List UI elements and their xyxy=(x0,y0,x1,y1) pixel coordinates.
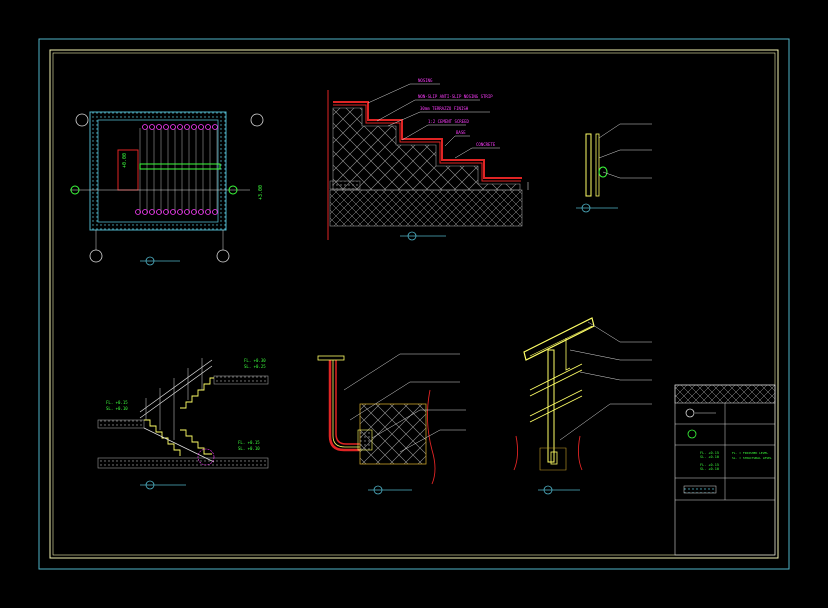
plan-level-tag-1: +0.00 xyxy=(122,153,128,168)
inner-frame-2 xyxy=(52,52,776,556)
elev-tag-bottom-2: SL. +0.10 xyxy=(238,446,260,451)
section-label-1: NOSING xyxy=(418,78,433,83)
rail-section-small xyxy=(576,123,652,213)
step-section-view: NOSING NON-SLIP ANTI-SLIP NOSING STRIP 3… xyxy=(327,78,529,241)
legend-tag-2a: FL. +0.15 xyxy=(700,463,719,467)
handrail-bracket-view xyxy=(317,353,466,495)
legend-note-1b: SL. = STRUCTURAL LEVEL xyxy=(732,456,772,460)
legend-tag-1b: SL. +0.10 xyxy=(700,455,719,459)
elev-tag-left-2: SL. +0.10 xyxy=(106,406,128,411)
inner-frame xyxy=(49,49,779,559)
elev-tag-top-1: FL. +0.30 xyxy=(244,358,266,363)
legend-tag-1a: FL. +0.15 xyxy=(700,451,719,455)
plan-level-tag-2: +3.00 xyxy=(258,185,264,200)
outer-frame xyxy=(38,38,790,570)
elev-tag-top-2: SL. +0.25 xyxy=(244,364,266,369)
section-label-6: CONCRETE xyxy=(476,142,496,147)
elev-tag-left-1: FL. +0.15 xyxy=(106,400,128,405)
section-label-3: 30mm TERRAZZO FINISH xyxy=(420,106,469,111)
stair-plan-view: +0.00 +3.00 xyxy=(70,111,264,266)
balustrade-post-view xyxy=(513,317,652,495)
stair-elevation-view: FL. +0.30 SL. +0.25 FL. +0.15 SL. +0.10 … xyxy=(97,358,269,490)
legend-note-1: FL. = FINISHED LEVEL xyxy=(732,451,768,455)
legend-tag-2b: SL. +0.10 xyxy=(700,467,719,471)
section-label-4: 1:2 CEMENT SCREED xyxy=(428,119,470,124)
elev-tag-bottom-1: FL. +0.15 xyxy=(238,440,260,445)
section-label-2: NON-SLIP ANTI-SLIP NOSING STRIP xyxy=(418,94,493,99)
title-block: FL. +0.15 SL. +0.10 FL. +0.15 SL. +0.10 … xyxy=(674,384,776,556)
section-label-5: BASE xyxy=(456,130,466,135)
